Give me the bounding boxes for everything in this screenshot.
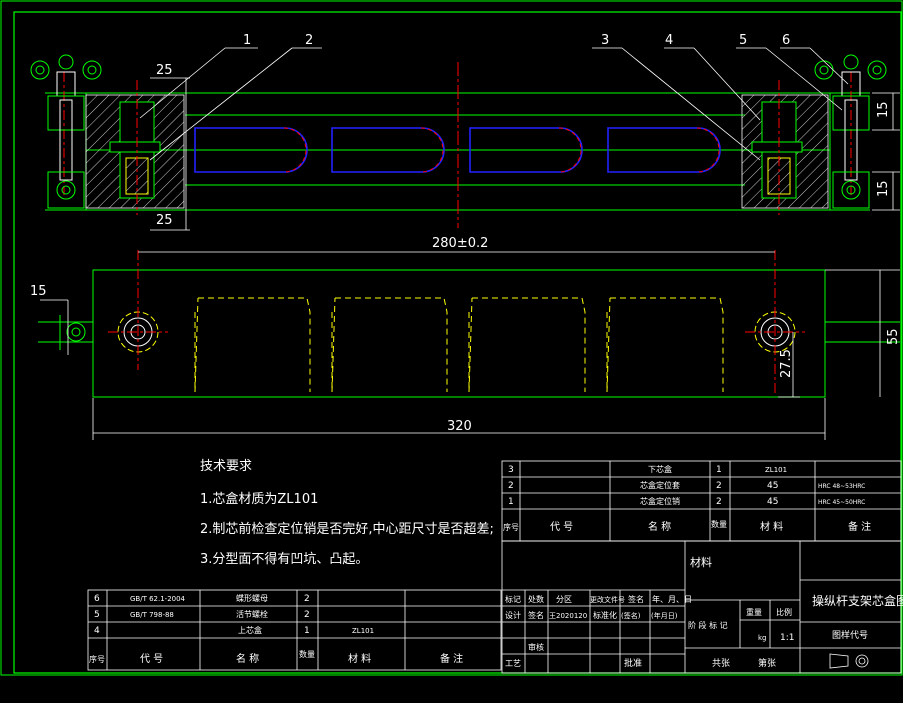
leaders xyxy=(139,47,900,231)
balloon-1: 1 xyxy=(243,33,251,48)
pb-no-6: 6 xyxy=(94,594,100,604)
tb-rev-h3: 更改文件号 xyxy=(590,595,625,604)
dim-55: 55 xyxy=(886,328,901,345)
top-view xyxy=(30,54,887,228)
pt-mat-1: 45 xyxy=(767,497,778,507)
tb-rev-h0: 标记 xyxy=(505,594,521,604)
pt-name-1: 芯盒定位销 xyxy=(640,496,680,506)
parts-list-top xyxy=(501,460,902,542)
tech-req-title: 技术要求 xyxy=(200,459,252,474)
pt-h-name: 名 称 xyxy=(648,520,671,533)
projection-symbol xyxy=(829,653,869,669)
tb-stage: 阶 段 标 记 xyxy=(688,620,728,630)
title-block xyxy=(501,540,902,674)
tb-weight: 重量 xyxy=(746,607,762,617)
pb-code-5: GB/T 798-88 xyxy=(130,611,174,619)
tb-title: 操纵杆支架芯盒图 xyxy=(812,593,903,608)
dim-15-bottom: 15 xyxy=(876,180,891,197)
dim-320: 320 xyxy=(447,419,472,434)
tb-drawing-code: 图样代号 xyxy=(832,629,868,641)
balloon-4: 4 xyxy=(665,33,673,48)
pb-h-name: 名 称 xyxy=(236,652,259,665)
tech-requirements: 技术要求 1.芯盒材质为ZL101 2.制芯前检查定位销是否完好,中心距尺寸是否… xyxy=(200,459,494,567)
balloon-3: 3 xyxy=(601,33,609,48)
pt-mat-2: 45 xyxy=(767,481,778,491)
pt-h-mat: 材 料 xyxy=(760,520,783,533)
pb-qty-4: 1 xyxy=(304,626,310,636)
pt-note-2: HRC 48~53HRC xyxy=(818,483,865,490)
tb-scale-label: 比例 xyxy=(776,607,792,617)
pt-no-3: 3 xyxy=(508,465,514,475)
pt-qty-3: 1 xyxy=(716,465,722,475)
lower-body xyxy=(92,269,826,398)
pt-no-2: 2 xyxy=(508,481,514,491)
pt-name-3: 下芯盒 xyxy=(648,464,672,474)
dim-25-top: 25 xyxy=(156,63,173,78)
tb-approve: 批准 xyxy=(624,657,642,669)
tb-rev-h5: 年、月、日 xyxy=(652,594,692,604)
pt-h-qty: 数量 xyxy=(711,519,727,529)
dim-15-top: 15 xyxy=(876,101,891,118)
tb-rev-h4: 签名 xyxy=(628,594,644,604)
pb-h-note: 备 注 xyxy=(440,652,463,665)
pb-name-5: 活节螺栓 xyxy=(236,609,268,619)
outer-border xyxy=(0,0,903,676)
pb-h-qty: 数量 xyxy=(299,649,315,659)
pb-qty-5: 2 xyxy=(304,610,310,620)
tb-material-label: 材料 xyxy=(690,555,712,569)
tb-sheets-total: 共张 xyxy=(712,658,730,669)
pb-name-6: 蝶形螺母 xyxy=(236,593,268,603)
tech-req-item-3: 3.分型面不得有凹坑、凸起。 xyxy=(200,551,368,567)
pt-h-no: 序号 xyxy=(503,522,519,532)
tech-req-item-2: 2.制芯前检查定位销是否完好,中心距尺寸是否超差; xyxy=(200,521,494,537)
balloon-6: 6 xyxy=(782,33,790,48)
tb-review: 审核 xyxy=(528,642,544,652)
tb-weight-unit: kg xyxy=(758,634,767,642)
pb-no-4: 4 xyxy=(94,626,100,636)
dim-25-bottom: 25 xyxy=(156,213,173,228)
pb-h-code: 代 号 xyxy=(140,653,163,665)
tb-standard: 标准化 xyxy=(593,610,617,620)
tb-rev-h2: 分区 xyxy=(556,595,572,604)
tb-sheet-no: 第张 xyxy=(758,657,776,669)
pt-qty-2: 2 xyxy=(716,481,722,491)
pt-mat-3: ZL101 xyxy=(765,466,787,474)
pb-h-no: 序号 xyxy=(89,654,105,664)
tb-design-sig2: (签名) xyxy=(621,611,641,620)
pt-h-note: 备 注 xyxy=(848,520,871,533)
pb-no-5: 5 xyxy=(94,610,100,620)
balloon-2: 2 xyxy=(305,33,313,48)
tb-design: 设计 xyxy=(505,610,521,620)
pb-mat-4: ZL101 xyxy=(352,627,374,635)
tech-req-item-1: 1.芯盒材质为ZL101 xyxy=(200,491,318,507)
dim-15-left: 15 xyxy=(30,284,47,299)
pt-qty-1: 2 xyxy=(716,497,722,507)
pt-note-1: HRC 45~50HRC xyxy=(818,499,865,506)
balloon-5: 5 xyxy=(739,33,747,48)
bottom-view xyxy=(38,250,900,398)
parts-list-bottom xyxy=(87,589,502,671)
tb-process: 工艺 xyxy=(505,659,521,668)
tb-design-sign: 签名 xyxy=(528,610,544,620)
pt-no-1: 1 xyxy=(508,497,514,507)
tb-design-date: (年月日) xyxy=(651,611,678,620)
pb-name-4: 上芯盒 xyxy=(238,625,262,635)
inner-border xyxy=(13,11,902,674)
pb-qty-6: 2 xyxy=(304,594,310,604)
pb-code-6: GB/T 62.1-2004 xyxy=(130,595,186,603)
tb-rev-h1: 处数 xyxy=(528,594,544,604)
pt-h-code: 代 号 xyxy=(550,521,573,533)
pb-h-mat: 材 料 xyxy=(348,652,371,665)
tb-scale: 1:1 xyxy=(780,633,794,643)
dim-27-5: 27.5 xyxy=(779,349,794,378)
dim-280: 280±0.2 xyxy=(432,236,488,251)
pt-name-2: 芯盒定位套 xyxy=(640,480,680,490)
tb-design-name: 王2020120 xyxy=(549,612,587,620)
